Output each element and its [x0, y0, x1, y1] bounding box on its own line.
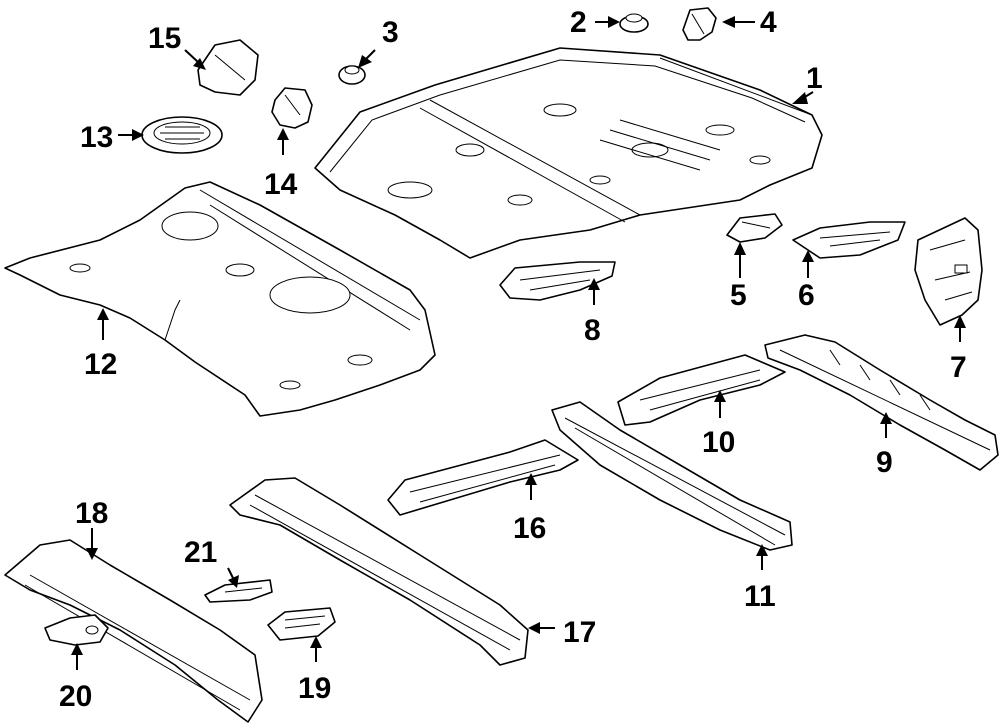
- part-10-member[interactable]: [617, 354, 786, 426]
- callout-17: 17: [563, 616, 596, 649]
- callout-11: 11: [744, 580, 776, 613]
- callout-14: 14: [264, 168, 298, 201]
- part-6-extension[interactable]: [792, 221, 906, 259]
- callout-4: 4: [760, 6, 777, 39]
- part-11-side-member[interactable]: [551, 401, 793, 551]
- part-8-reinforcement[interactable]: [499, 261, 616, 301]
- callout-19: 19: [298, 672, 331, 705]
- part-17-rocker[interactable]: [229, 477, 529, 666]
- part-14-bracket[interactable]: [271, 87, 313, 129]
- callout-21: 21: [184, 536, 217, 569]
- callout-1: 1: [806, 62, 823, 95]
- part-21-bracket[interactable]: [204, 579, 273, 603]
- part-16-member[interactable]: [387, 439, 579, 516]
- callout-7: 7: [950, 351, 967, 384]
- callout-6: 6: [798, 279, 815, 312]
- callout-labels: 1 2 3 4 5 6 7 8 9 10 11 12 13 14 15 16 1…: [59, 6, 967, 713]
- callout-20: 20: [59, 680, 92, 713]
- callout-18: 18: [75, 497, 108, 530]
- part-15-bracket[interactable]: [197, 39, 259, 96]
- callout-9: 9: [876, 446, 893, 479]
- part-5-bracket[interactable]: [726, 213, 783, 243]
- part-9-crossmember[interactable]: [764, 334, 999, 471]
- part-2-grommet[interactable]: [619, 13, 649, 33]
- part-19-bracket[interactable]: [267, 607, 336, 641]
- callout-12: 12: [84, 348, 117, 381]
- callout-13: 13: [80, 121, 113, 154]
- leader-lines: [71, 16, 966, 670]
- callout-15: 15: [148, 22, 181, 55]
- part-12-front-floor-pan[interactable]: [4, 181, 436, 417]
- callout-2: 2: [570, 6, 587, 39]
- callout-16: 16: [513, 512, 546, 545]
- callout-3: 3: [382, 16, 399, 49]
- part-1-rear-floor-pan[interactable]: [314, 47, 823, 259]
- part-18-member[interactable]: [4, 539, 263, 723]
- part-13-hole-cover[interactable]: [141, 116, 223, 154]
- callout-10: 10: [702, 426, 735, 459]
- callout-8: 8: [584, 314, 601, 347]
- callout-5: 5: [730, 279, 747, 312]
- part-3-plug[interactable]: [338, 65, 366, 85]
- part-4-bracket[interactable]: [682, 7, 717, 41]
- part-20-bracket[interactable]: [44, 614, 109, 646]
- part-7-panel[interactable]: [914, 217, 983, 326]
